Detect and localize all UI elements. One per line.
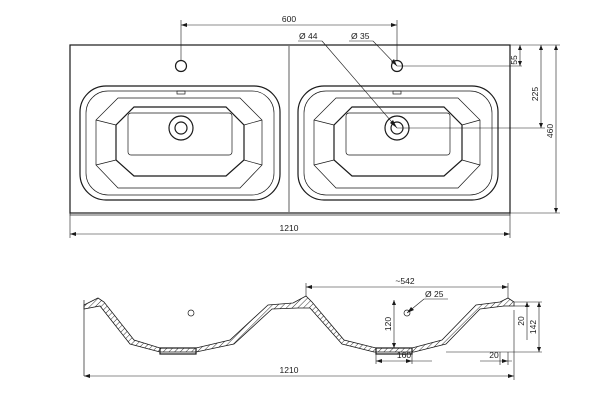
left-tap-hole [174, 59, 188, 73]
dim-width-top: 1210 [69, 215, 511, 238]
dim-side-tap-hole: Ø 25 [406, 289, 448, 314]
dim-bowl-length: ~542 [305, 276, 509, 298]
left-basin-facet-4 [243, 159, 263, 166]
dim-edge-thickness-label: 20 [489, 350, 499, 360]
left-waste-outer [168, 115, 194, 141]
right-basin-facet-4 [461, 159, 481, 166]
dim-tap-hole-diameter: Ø 35 [349, 31, 398, 67]
right-basin-rim [297, 85, 499, 201]
right-basin-bottom [345, 112, 451, 156]
dim-edge-thickness: 20 [480, 350, 512, 365]
right-basin-wall [313, 97, 481, 189]
dim-bowl-length-label: ~542 [395, 276, 414, 286]
left-basin [79, 59, 281, 201]
left-basin-bottom [127, 112, 233, 156]
left-overflow-slot [176, 90, 186, 95]
dim-right-verticals: 55 225 460 [397, 44, 560, 214]
dim-bowl-depth-label: 120 [383, 317, 393, 331]
dim-width-side: 1210 [84, 310, 515, 380]
right-overflow-slot [392, 90, 402, 95]
dim-waste-width-label: 160 [397, 350, 411, 360]
right-basin-floor [333, 106, 463, 177]
dim-right-side: 20 142 [446, 301, 542, 353]
right-basin [297, 59, 499, 201]
left-waste-inner [174, 121, 188, 135]
dim-waste-diameter: Ø 44 [298, 31, 398, 129]
right-basin-facet-2 [461, 119, 481, 126]
dim-waste-diameter-label: Ø 44 [299, 31, 318, 41]
dim-side-tap-hole-label: Ø 25 [425, 289, 444, 299]
left-basin-facet-2 [243, 119, 263, 126]
left-basin-rim [79, 85, 281, 201]
dim-tap-hole-offset-label: 55 [509, 55, 519, 65]
dim-waste-offset-label: 225 [530, 87, 540, 101]
left-basin-wall [95, 97, 263, 189]
dim-rim-thickness-label: 20 [516, 316, 526, 326]
left-basin-facet-3 [95, 159, 117, 166]
dim-depth-label: 460 [545, 124, 555, 138]
left-basin-floor [115, 106, 245, 177]
left-basin-facet-1 [95, 119, 117, 126]
countertop-shadow-edge [69, 44, 511, 216]
dim-bowl-depth: 120 [383, 300, 396, 348]
dim-width-side-label: 1210 [280, 365, 299, 375]
side-right-tap-hole [403, 309, 411, 317]
side-left-tap-hole [187, 309, 195, 317]
right-basin-facet-1 [313, 119, 335, 126]
dim-total-height-label: 142 [528, 320, 538, 334]
section-profile [83, 295, 515, 353]
dim-tap-spacing-label: 600 [282, 14, 296, 24]
dim-tap-hole-diameter-label: Ø 35 [351, 31, 370, 41]
dim-tap-spacing: 600 [180, 14, 398, 60]
left-waste-section [159, 347, 197, 355]
dim-width-top-label: 1210 [280, 223, 299, 233]
right-basin-facet-3 [313, 159, 335, 166]
side-view: ~542 Ø 25 120 160 [83, 276, 542, 380]
top-view: 600 Ø 44 Ø 35 55 [69, 14, 560, 238]
dim-waste-width: 160 [375, 350, 432, 364]
